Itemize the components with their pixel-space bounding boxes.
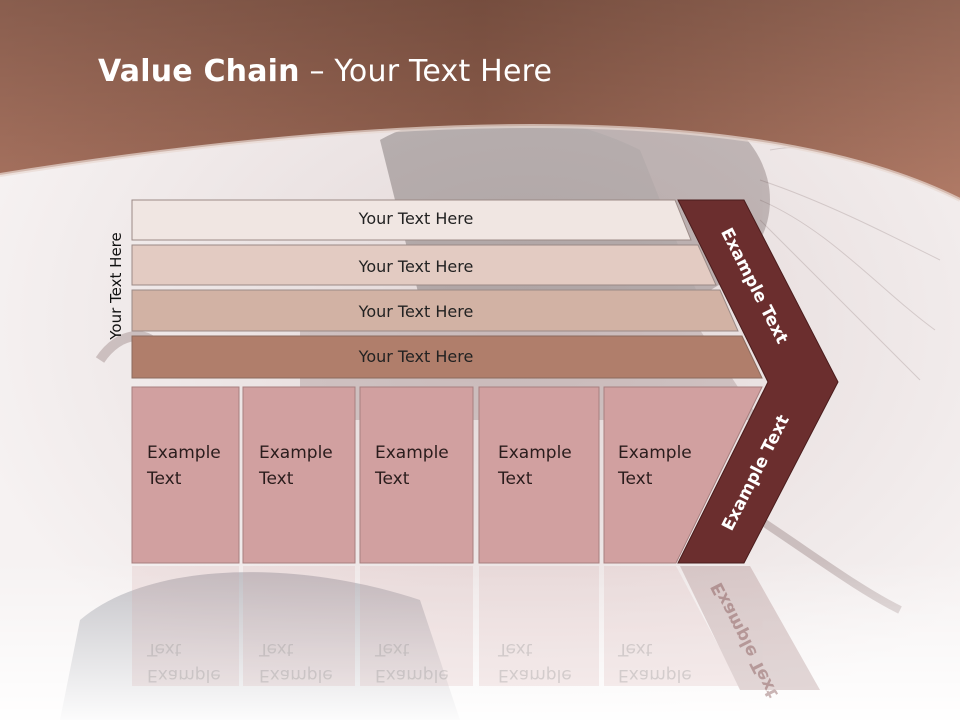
chain-bar-3[interactable]	[131, 289, 739, 332]
activity-box-1[interactable]	[131, 386, 240, 564]
chain-bar-1[interactable]	[131, 199, 692, 241]
side-label: Your Text Here	[107, 232, 125, 340]
activity-box-4[interactable]	[478, 386, 600, 564]
slide-title: Value Chain – Your Text Here	[98, 54, 553, 89]
chain-bar-2-label: Your Text Here	[358, 257, 474, 276]
activity-box-5[interactable]	[603, 386, 763, 564]
chain-bar-4-label: Your Text Here	[358, 347, 474, 366]
chain-bar-4[interactable]	[131, 335, 763, 379]
chain-bar-1-label: Your Text Here	[358, 209, 474, 228]
chain-bar-2[interactable]	[131, 244, 717, 286]
activity-box-3[interactable]	[359, 386, 474, 564]
margin-chevron[interactable]	[677, 199, 839, 564]
activity-box-2[interactable]	[242, 386, 356, 564]
chain-bar-3-label: Your Text Here	[358, 302, 474, 321]
diagram-reflection	[132, 566, 820, 690]
